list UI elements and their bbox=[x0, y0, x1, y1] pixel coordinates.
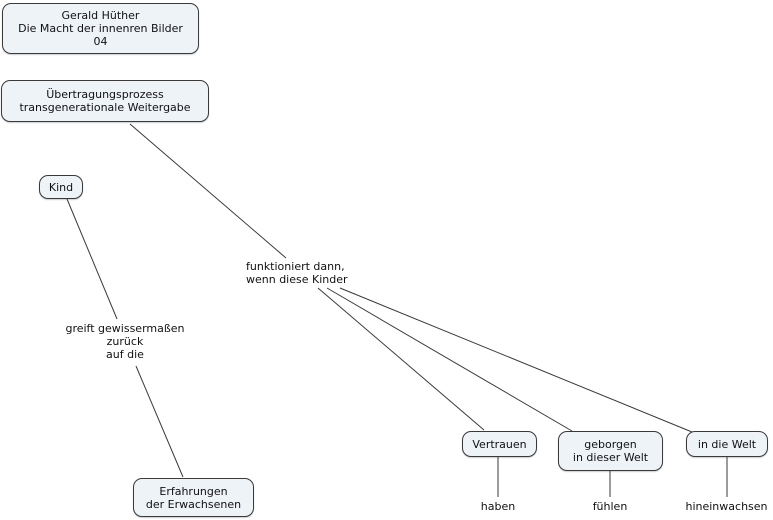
node-label-line: haben bbox=[480, 500, 516, 513]
node-in-die-welt[interactable]: in die Welt bbox=[686, 431, 768, 457]
node-label-line: funktioniert dann, bbox=[246, 260, 345, 273]
node-label-line: Erfahrungen bbox=[159, 484, 228, 498]
node-erfahrungen[interactable]: Erfahrungen der Erwachsenen bbox=[133, 478, 254, 517]
edge-funktioniert-to-geborgen bbox=[326, 287, 573, 432]
edge-funktioniert-to-in-die-welt bbox=[339, 287, 693, 433]
node-label-line: wenn diese Kinder bbox=[246, 273, 348, 286]
node-label-line: geborgen bbox=[584, 438, 637, 451]
node-label-line: zurück bbox=[106, 335, 144, 348]
node-hineinwachsen[interactable]: hineinwachsen bbox=[676, 500, 773, 513]
node-greift[interactable]: greift gewissermaßen zurück auf die bbox=[55, 322, 195, 361]
node-label-line: auf die bbox=[106, 348, 144, 361]
edge-uebertragungsprozess-to-funktioniert bbox=[129, 123, 287, 259]
node-label-line: Die Macht der innenren Bilder bbox=[18, 22, 183, 35]
node-label-line: fühlen bbox=[592, 500, 628, 513]
node-label-line: Übertragungsprozess bbox=[46, 88, 164, 101]
edge-greift-to-erfahrungen bbox=[135, 365, 184, 478]
node-label-line: Gerald Hüther bbox=[61, 9, 140, 22]
node-haben[interactable]: haben bbox=[467, 500, 529, 513]
node-gerald-huether-title[interactable]: Gerald Hüther Die Macht der innenren Bil… bbox=[2, 3, 199, 54]
node-label-line: transgenerationale Weitergabe bbox=[19, 101, 191, 114]
node-label-line: hineinwachsen bbox=[685, 500, 768, 513]
node-kind[interactable]: Kind bbox=[39, 175, 83, 199]
node-label-line: Kind bbox=[48, 180, 74, 194]
node-geborgen[interactable]: geborgen in dieser Welt bbox=[558, 431, 663, 471]
node-label-line: 04 bbox=[93, 35, 108, 48]
node-label-line: greift gewissermaßen bbox=[65, 322, 185, 335]
edge-kind-to-greift bbox=[66, 198, 118, 320]
node-fuehlen[interactable]: fühlen bbox=[579, 500, 641, 513]
node-funktioniert[interactable]: funktioniert dann, wenn diese Kinder bbox=[246, 260, 348, 286]
node-label-line: in dieser Welt bbox=[572, 451, 649, 464]
node-label-line: der Erwachsenen bbox=[145, 497, 242, 511]
node-uebertragungsprozess[interactable]: Übertragungsprozess transgenerationale W… bbox=[1, 80, 209, 122]
edge-funktioniert-to-vertrauen bbox=[317, 287, 485, 431]
node-label-line: Vertrauen bbox=[472, 437, 527, 451]
node-vertrauen[interactable]: Vertrauen bbox=[462, 431, 537, 457]
node-label-line: in die Welt bbox=[697, 437, 757, 451]
